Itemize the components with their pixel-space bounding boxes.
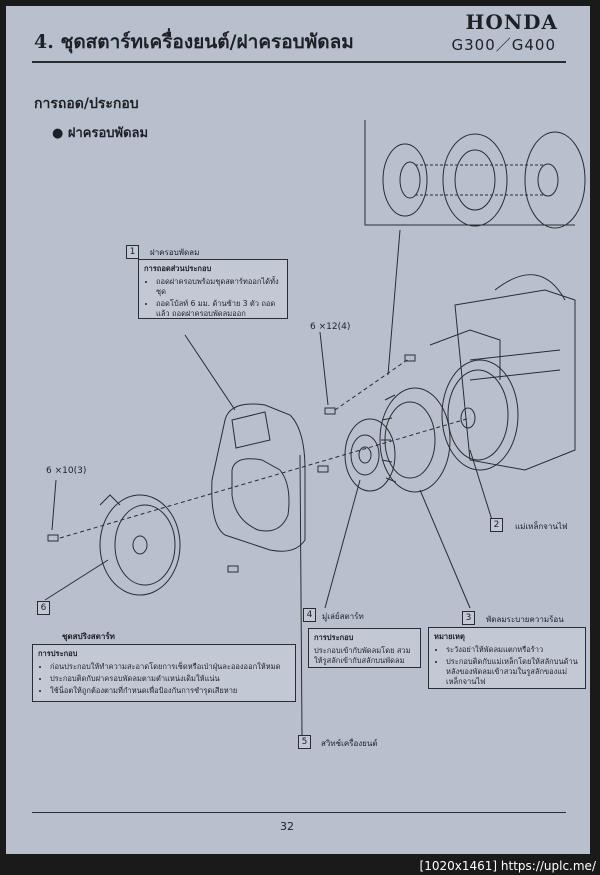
note-box: หมายเหตุ ระวังอย่าให้พัดลมแตกหรือร้าว ปร… xyxy=(428,627,586,689)
image-watermark: [1020x1461] https://uplc.me/ xyxy=(419,859,596,873)
inset-frame xyxy=(364,120,575,226)
note-heading: หมายเหตุ xyxy=(434,632,465,641)
removal-box: การถอดส่วนประกอบ ถอดฝาครอบพร้อมชุดสตาร์ท… xyxy=(138,259,288,319)
bolt-icon xyxy=(317,465,329,473)
starter-step: ใช้น็อตให้ถูกต้องตามที่กำหนดเพื่อป้องกัน… xyxy=(50,686,290,696)
callout-label-flywheel: แม่เหล็กจานไฟ xyxy=(515,522,568,531)
starter-step: ก่อนประกอบให้ทำความสะอาดโดยการเช็ดหรือเป… xyxy=(50,662,290,672)
bolt-icon xyxy=(47,534,59,542)
footer-rule xyxy=(32,812,566,813)
manual-page xyxy=(6,6,590,854)
callout-number-3: 3 xyxy=(462,611,475,625)
fan-cover-illustration xyxy=(211,403,306,552)
bolt-spec-6x10: 6 ×10(3) xyxy=(46,466,87,476)
engine-illustration xyxy=(429,274,576,471)
starter-box-heading: การประกอบ xyxy=(38,649,78,658)
chapter-title: 4. ชุดสตาร์ทเครื่องยนต์/ฝาครอบพัดลม xyxy=(34,31,354,53)
subsection-label: ฝาครอบพัดลม xyxy=(67,126,149,141)
note-item: ระวังอย่าให้พัดลมแตกหรือร้าว xyxy=(446,645,580,655)
pulley-box: การประกอบ ประกอบเข้ากับพัดลมโดย สวมให้รู… xyxy=(308,628,421,668)
bolt-icon xyxy=(324,407,336,415)
starter-box: การประกอบ ก่อนประกอบให้ทำความสะอาดโดยการ… xyxy=(32,644,296,702)
callout-label-cooling-fan: พัดลมระบายความร้อน xyxy=(486,615,564,624)
section-title: การถอด/ประกอบ xyxy=(34,96,139,112)
callout-label-starter-pulley: มู่เล่ย์สตาร์ท xyxy=(322,612,364,621)
bolt-spec-6x12: 6 ×12(4) xyxy=(310,322,351,332)
page-number: 32 xyxy=(280,820,294,833)
inset-arrow-line xyxy=(387,229,401,376)
callout-number-1: 1 xyxy=(126,245,139,259)
recoil-starter-illustration xyxy=(99,494,181,596)
callout-number-4: 4 xyxy=(303,608,316,622)
callout-number-2: 2 xyxy=(490,518,503,532)
subsection-title: ● ฝาครอบพัดลม xyxy=(52,126,149,141)
cooling-fan-illustration xyxy=(379,387,451,493)
callout-number-6: 6 xyxy=(37,601,50,615)
model-label: G300／G400 xyxy=(451,36,556,54)
callout-number-5: 5 xyxy=(298,735,311,749)
removal-step: ถอดโบ้ลท์ 6 มม. ด้านซ้าย 3 ตัว ถอดแล้ว ถ… xyxy=(156,299,282,319)
inset-flywheel-illustration xyxy=(382,131,586,229)
pulley-box-text: ประกอบเข้ากับพัดลมโดย สวมให้รูสลักเข้ากั… xyxy=(314,646,411,665)
callout-label-engine-switch: สวิทช์เครื่องยนต์ xyxy=(321,739,378,748)
note-item: ประกอบติดกับแม่เหล็กโดยให้สลักบนด้านหลัง… xyxy=(446,657,580,687)
removal-step: ถอดฝาครอบพร้อมชุดสตาร์ทออกได้ทั้งชุด xyxy=(156,277,282,297)
callout-label-recoil-starter: ชุดสปริงสตาร์ท xyxy=(62,632,115,641)
brand-logo: HONDA xyxy=(465,10,558,34)
starter-step: ประกอบติดกับฝาครอบพัดลมตามตำแหน่งเดิมให้… xyxy=(50,674,290,684)
bolt-icon xyxy=(227,565,239,573)
flywheel-illustration xyxy=(441,359,519,471)
header-rule xyxy=(32,61,566,63)
removal-box-heading: การถอดส่วนประกอบ xyxy=(144,264,212,273)
starter-pulley-illustration xyxy=(344,418,396,492)
pulley-box-heading: การประกอบ xyxy=(314,633,354,642)
bolt-icon xyxy=(404,354,416,362)
callout-label-fan-cover: ฝาครอบพัดลม xyxy=(150,248,200,257)
